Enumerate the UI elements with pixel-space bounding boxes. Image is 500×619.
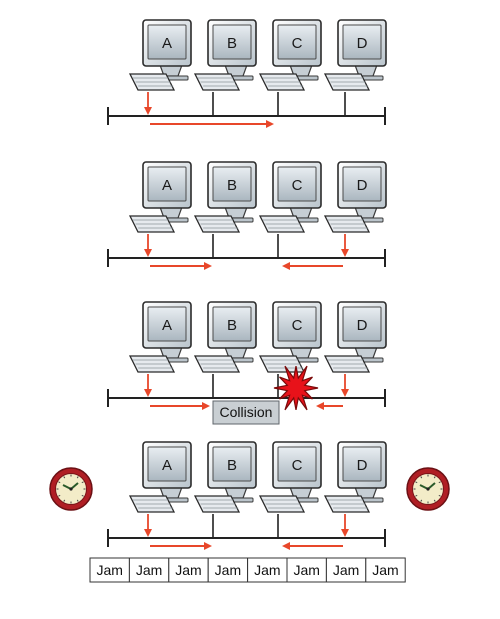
computer-label: C xyxy=(292,317,303,334)
desktop-computer-icon: D xyxy=(323,441,387,513)
desktop-computer-icon: D xyxy=(323,301,387,373)
computer-label: A xyxy=(162,35,172,52)
computer-label: C xyxy=(292,457,303,474)
computer-label: C xyxy=(292,35,303,52)
computer-label: D xyxy=(357,317,368,334)
jam-signal-row: Jam Jam Jam Jam Jam Jam Jam Jam xyxy=(89,557,406,583)
jam-label: Jam xyxy=(215,562,241,578)
computer-label: C xyxy=(292,177,303,194)
jam-label: Jam xyxy=(333,562,359,578)
desktop-computer-icon: D xyxy=(323,161,387,233)
panel-collision-occurs: A B C D Collision xyxy=(107,301,387,425)
jam-label: Jam xyxy=(293,562,319,578)
computer-label: B xyxy=(227,317,237,334)
desktop-computer-icon: C xyxy=(258,161,322,233)
jam-label: Jam xyxy=(136,562,162,578)
computer-label: B xyxy=(227,457,237,474)
jam-label: Jam xyxy=(96,562,122,578)
jam-label: Jam xyxy=(372,562,398,578)
computer-label: D xyxy=(357,457,368,474)
jam-cell xyxy=(286,557,327,583)
left-clock-icon xyxy=(49,467,93,511)
jam-label: Jam xyxy=(175,562,201,578)
collision-label-box xyxy=(212,400,280,425)
desktop-computer-icon: B xyxy=(193,301,257,373)
jam-cell xyxy=(89,557,130,583)
desktop-computer-icon: A xyxy=(128,161,192,233)
collision-label: Collision xyxy=(220,404,273,420)
computer-label: A xyxy=(162,317,172,334)
jam-cell xyxy=(207,557,249,583)
desktop-computer-icon: A xyxy=(128,301,192,373)
desktop-computer-icon: A xyxy=(128,441,192,513)
computer-label: A xyxy=(162,177,172,194)
right-clock-icon xyxy=(406,467,450,511)
computer-label: D xyxy=(357,35,368,52)
collision-burst-icon xyxy=(273,365,319,411)
jam-label: Jam xyxy=(254,562,280,578)
desktop-computer-icon: B xyxy=(193,19,257,91)
jam-cell xyxy=(365,557,406,583)
jam-cell xyxy=(325,557,367,583)
computer-label: A xyxy=(162,457,172,474)
jam-cell xyxy=(247,557,288,583)
desktop-computer-icon: C xyxy=(258,19,322,91)
computer-label: B xyxy=(227,177,237,194)
desktop-computer-icon: C xyxy=(258,301,322,373)
desktop-computer-icon: A xyxy=(128,19,192,91)
panel-simultaneous-transmission: A B C D xyxy=(107,161,387,270)
desktop-computer-icon: C xyxy=(258,441,322,513)
desktop-computer-icon: D xyxy=(323,19,387,91)
panel-single-transmission: A B C D xyxy=(107,19,387,128)
panel-jam-signal: A B C D Jam Jam Jam Jam Jam Jam Jam Jam xyxy=(89,441,406,583)
desktop-computer-icon: B xyxy=(193,161,257,233)
computer-label: B xyxy=(227,35,237,52)
computer-label: D xyxy=(357,177,368,194)
jam-cell xyxy=(168,557,209,583)
desktop-computer-icon: B xyxy=(193,441,257,513)
